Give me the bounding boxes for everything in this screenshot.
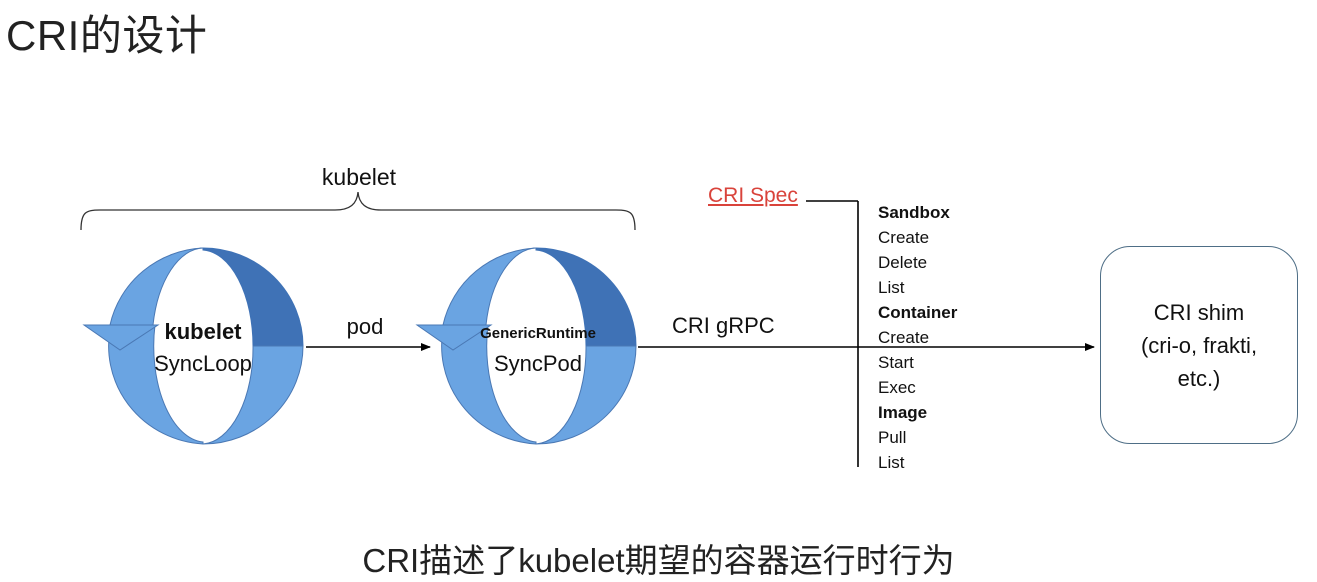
- spec-method-item: List: [878, 278, 905, 297]
- kubelet-brace-label: kubelet: [321, 164, 397, 190]
- kubelet-brace: [80, 191, 636, 231]
- pod-arrow-label: pod: [346, 314, 384, 339]
- spec-method-item: Create: [878, 328, 930, 347]
- spec-method-item: Create: [878, 228, 930, 247]
- spec-method-item: Image: [878, 403, 928, 422]
- cri-shim-label: CRI shim (cri-o, frakti, etc.): [1141, 296, 1257, 395]
- spec-method-item: Sandbox: [878, 203, 950, 222]
- spec-method-item: Pull: [878, 428, 907, 447]
- syncpod-cycle-arrow: [415, 247, 637, 445]
- cri-spec-link[interactable]: CRI Spec: [708, 184, 798, 207]
- cri-shim-line: CRI shim: [1153, 299, 1245, 325]
- spec-method-list: Sandbox Create Delete List Container Cre…: [878, 200, 957, 475]
- slide-caption: CRI描述了kubelet期望的容器运行时行为: [362, 542, 955, 579]
- syncloop-label: SyncLoop: [154, 351, 252, 376]
- syncloop-cycle-arrow: [82, 247, 304, 445]
- slide-title: CRI的设计: [6, 12, 208, 59]
- cri-shim-line: (cri-o, frakti,: [1140, 332, 1258, 358]
- syncpod-label: SyncPod: [493, 351, 583, 376]
- spec-method-item: List: [878, 453, 905, 472]
- cri-shim-box: CRI shim (cri-o, frakti, etc.): [1100, 246, 1298, 444]
- cri-shim-line: etc.): [1177, 365, 1221, 391]
- syncpod-title: GenericRuntime: [480, 325, 596, 342]
- spec-method-item: Delete: [878, 253, 928, 272]
- syncloop-title: kubelet: [164, 319, 242, 344]
- spec-method-item: Exec: [878, 378, 916, 397]
- grpc-arrow-label: CRI gRPC: [672, 313, 775, 338]
- spec-method-item: Container: [878, 303, 958, 322]
- spec-method-item: Start: [878, 353, 914, 372]
